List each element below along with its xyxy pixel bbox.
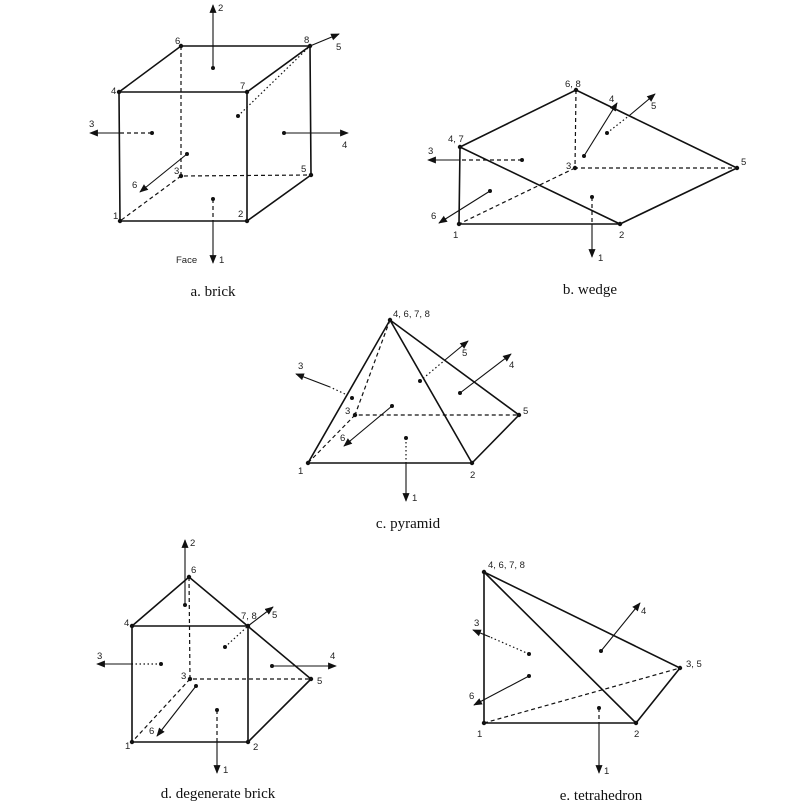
node-label: 1	[113, 211, 118, 222]
node-label: 3	[181, 671, 186, 682]
brick-diagram: 1 2 3 4 5 6 7 8 Face 1 2 3 4 5 6 a. bric…	[89, 3, 349, 300]
node-label: 3, 5	[686, 659, 702, 670]
node-label: 1	[298, 466, 303, 477]
node-label: 2	[470, 470, 475, 481]
face-label: 6	[132, 180, 137, 191]
node-label: 1	[477, 729, 482, 740]
node-label: 6	[191, 565, 196, 576]
face-label: 5	[462, 348, 467, 359]
node-label: 8	[304, 35, 309, 46]
caption: b. wedge	[563, 282, 617, 298]
face-label: 5	[336, 42, 341, 53]
face-label: 1	[412, 493, 417, 504]
face-label: 1	[604, 766, 609, 777]
node-label: 5	[301, 164, 306, 175]
face-label: 3	[89, 119, 94, 130]
face-label: 6	[431, 211, 436, 222]
node-label: 3	[345, 406, 350, 417]
node-label: 4, 6, 7, 8	[488, 560, 525, 571]
node-label: 1	[125, 741, 130, 752]
face-word: Face	[176, 255, 197, 266]
node-label: 1	[453, 230, 458, 241]
tetrahedron-diagram: 1 2 3, 5 4, 6, 7, 8 1 3 4 6 e. tetrahedr…	[469, 560, 702, 804]
face-label: 3	[428, 146, 433, 157]
face-label: 4	[509, 360, 514, 371]
node-label: 3	[174, 166, 179, 177]
face-label: 2	[190, 538, 195, 549]
face-label: 4	[330, 651, 335, 662]
node-label: 5	[741, 157, 746, 168]
face-label: 1	[598, 253, 603, 264]
face-label: 3	[97, 651, 102, 662]
node-label: 4	[124, 618, 129, 629]
node-label: 2	[238, 209, 243, 220]
face-label: 4	[342, 140, 347, 151]
node-label: 4, 6, 7, 8	[393, 309, 430, 320]
face-label: 3	[474, 618, 479, 629]
node-label: 3	[566, 161, 571, 172]
caption: a. brick	[191, 284, 236, 300]
node-label: 4, 7	[448, 134, 464, 145]
face-label: 5	[651, 101, 656, 112]
node-label: 2	[634, 729, 639, 740]
face-label: 4	[641, 606, 646, 617]
caption: e. tetrahedron	[560, 788, 643, 804]
node-label: 2	[619, 230, 624, 241]
degenerate-brick-diagram: 1 2 3 4 5 6 7, 8 1 2 3 4 5 6 d. degenera…	[96, 538, 337, 802]
wedge-diagram: 1 2 3 4, 7 5 6, 8 1 3 4 5 6 b. wedge	[427, 79, 746, 298]
face-label: 2	[218, 3, 223, 14]
face-label: 3	[298, 361, 303, 372]
node-label: 2	[253, 742, 258, 753]
node-label: 6	[175, 36, 180, 47]
face-label: 5	[272, 610, 277, 621]
face-label: 1	[223, 765, 228, 776]
face-label: 1	[219, 255, 224, 266]
node-label: 4	[111, 86, 116, 97]
caption: c. pyramid	[376, 516, 441, 532]
pyramid-diagram: 1 2 3 4, 6, 7, 8 5 1 3 4 5 6 c. pyramid	[295, 309, 528, 532]
caption: d. degenerate brick	[161, 786, 276, 802]
node-label: 7, 8	[241, 611, 257, 622]
face-label: 4	[609, 94, 614, 105]
face-label: 6	[340, 433, 345, 444]
node-label: 5	[317, 676, 322, 687]
node-label: 7	[240, 81, 245, 92]
face-label: 6	[149, 726, 154, 737]
node-label: 6, 8	[565, 79, 581, 90]
node-label: 5	[523, 406, 528, 417]
face-label: 6	[469, 691, 474, 702]
